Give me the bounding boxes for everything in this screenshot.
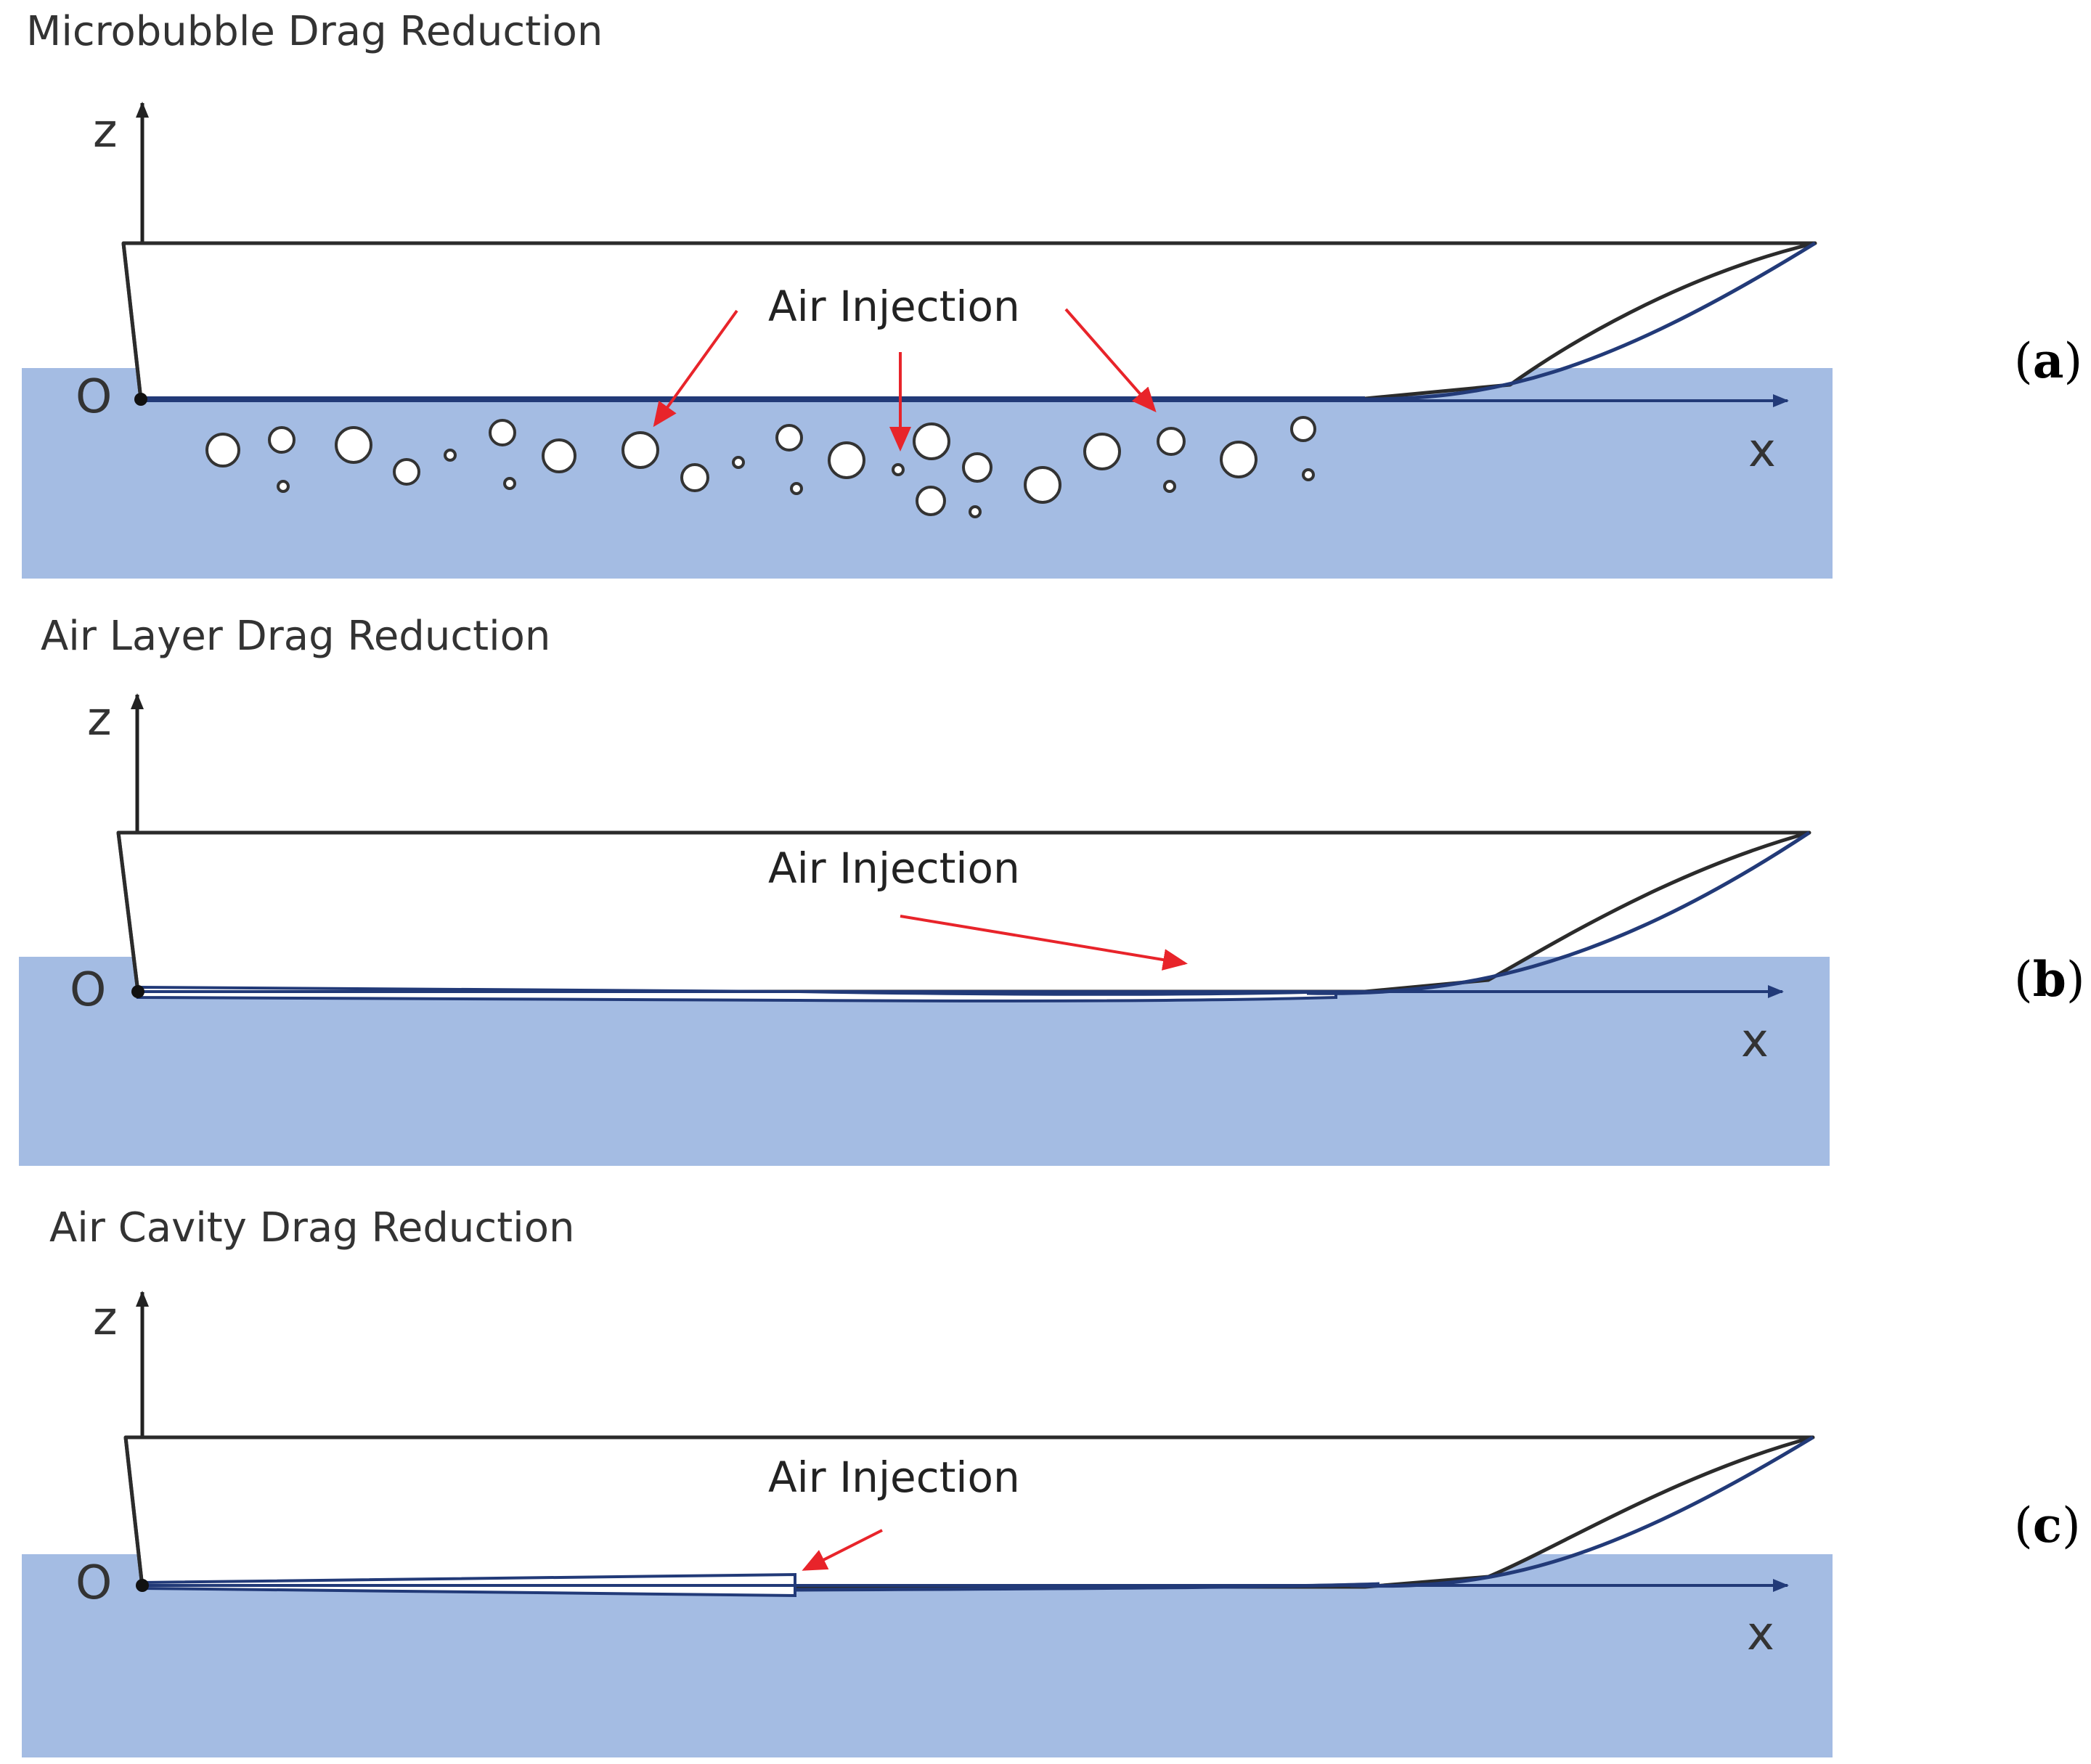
panel-c-arrow (802, 1529, 883, 1571)
bubble (913, 422, 950, 460)
panel-a-annotation: Air Injection (768, 282, 1020, 331)
panel-b-z-label: z (87, 693, 112, 746)
bubble (621, 431, 659, 469)
panel-b: Air Layer Drag Reduction z O x Air Injec… (19, 613, 2085, 1166)
panel-b-x-label: x (1741, 1014, 1769, 1068)
panel-b-title: Air Layer Drag Reduction (41, 613, 550, 660)
bubble (969, 505, 982, 518)
bubble (1302, 468, 1315, 481)
panel-a: Microbubble Drag Reduction z O x (22, 8, 2082, 579)
bubble (732, 456, 745, 469)
panel-a-z-label: z (93, 105, 118, 158)
bubble (1163, 480, 1176, 493)
panel-a-stern-curve (1350, 241, 1817, 401)
bubble (503, 477, 516, 490)
panel-b-label: (b) (2014, 951, 2085, 1008)
panel-a-water (22, 368, 1833, 579)
bubble (1157, 427, 1186, 456)
bubble (775, 424, 803, 452)
bubble (268, 426, 295, 454)
bubble (444, 449, 457, 462)
panel-b-arrow (900, 915, 1188, 971)
panel-a-x-label: x (1748, 424, 1776, 478)
panel-c-origin-dot (136, 1579, 149, 1592)
panel-a-origin-label: O (76, 370, 112, 424)
panel-a-title: Microbubble Drag Reduction (26, 8, 603, 55)
bubble (892, 463, 905, 476)
bubble (1220, 441, 1258, 478)
bubble (962, 452, 992, 483)
bubble (790, 482, 803, 495)
bubble (1024, 466, 1061, 504)
panel-c-title: Air Cavity Drag Reduction (49, 1204, 574, 1251)
bubble (828, 441, 865, 479)
panel-a-arrow-left (653, 309, 738, 428)
panel-c-z-label: z (93, 1292, 118, 1346)
bubble (1290, 416, 1316, 442)
panel-b-bow (116, 832, 140, 992)
panel-c-hull (123, 1435, 1815, 1589)
panel-c-x-label: x (1747, 1607, 1774, 1661)
bubble (1083, 433, 1121, 470)
panel-a-bubbles (205, 416, 1316, 518)
bubble (335, 426, 372, 464)
panel-c-bow (123, 1437, 144, 1588)
bubble (393, 458, 420, 486)
panel-b-origin-dot (131, 985, 144, 998)
panel-a-arrow-right (1064, 308, 1157, 413)
panel-a-origin-dot (134, 393, 147, 406)
panel-c-annotation: Air Injection (768, 1453, 1020, 1502)
bubble (277, 480, 290, 493)
panel-b-origin-label: O (70, 963, 106, 1017)
panel-c-origin-label: O (76, 1556, 112, 1610)
bubble (205, 433, 240, 467)
panel-a-label: (a) (2014, 332, 2082, 389)
panel-c-label: (c) (2014, 1497, 2081, 1553)
bubble (489, 419, 516, 446)
bubble (680, 463, 709, 492)
panel-c: Air Cavity Drag Reduction z O x Air Inje… (22, 1204, 2081, 1757)
panel-a-bow (121, 242, 143, 400)
bubble (916, 486, 946, 516)
panel-b-annotation: Air Injection (768, 844, 1020, 893)
bubble (542, 438, 576, 473)
